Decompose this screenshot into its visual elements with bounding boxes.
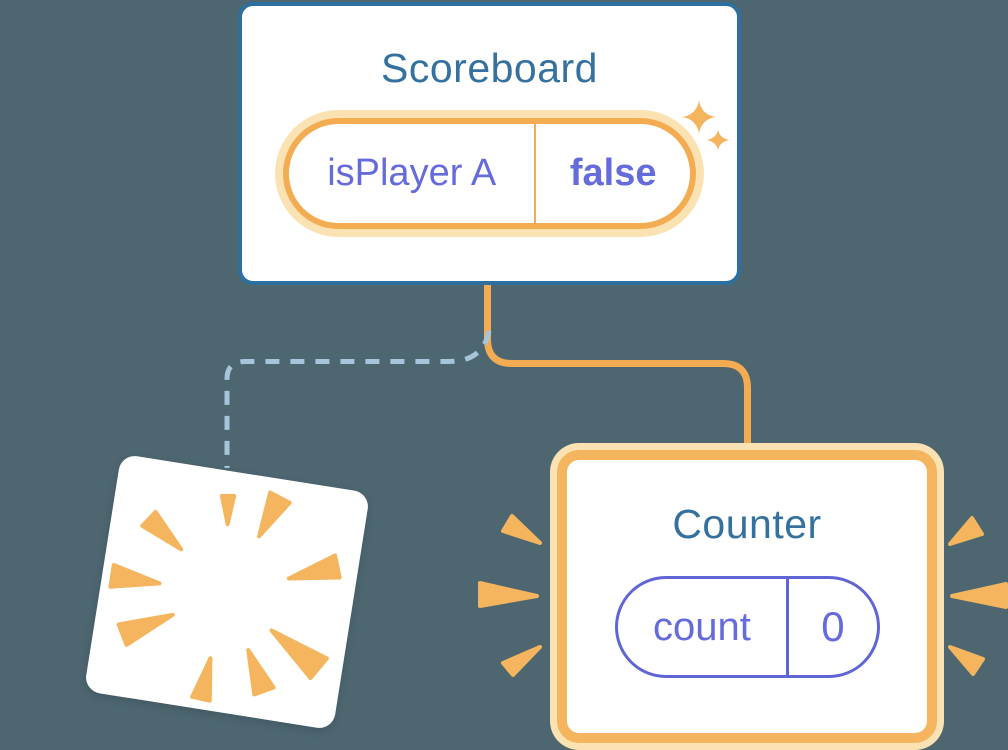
counter-card: Counter count 0 [557, 450, 937, 743]
count-value: 0 [821, 603, 845, 651]
scoreboard-title: Scoreboard [381, 45, 598, 91]
count-name-cell: count [618, 579, 790, 676]
count-name: count [653, 604, 751, 649]
state-value-cell: false [536, 124, 690, 223]
state-name: isPlayer A [327, 152, 497, 195]
sparkle-large-icon [682, 100, 716, 134]
emphasis-rays-right-icon [948, 516, 1008, 676]
state-value: false [569, 152, 657, 195]
counter-state-pill: count 0 [614, 576, 880, 679]
scoreboard-card: Scoreboard isPlayer A false [238, 2, 741, 285]
dashed-connector-line [224, 330, 492, 468]
counter-title: Counter [672, 501, 822, 547]
poof-card [83, 453, 371, 731]
count-value-cell: 0 [789, 579, 876, 675]
state-pill: isPlayer A false [283, 118, 696, 230]
emphasis-rays-left-icon [478, 514, 542, 677]
sparkles-icon [682, 100, 729, 151]
sparkle-small-icon [707, 129, 729, 151]
solid-connector-line [484, 284, 751, 458]
poof-burst-icon [108, 490, 342, 703]
state-name-cell: isPlayer A [289, 124, 537, 224]
